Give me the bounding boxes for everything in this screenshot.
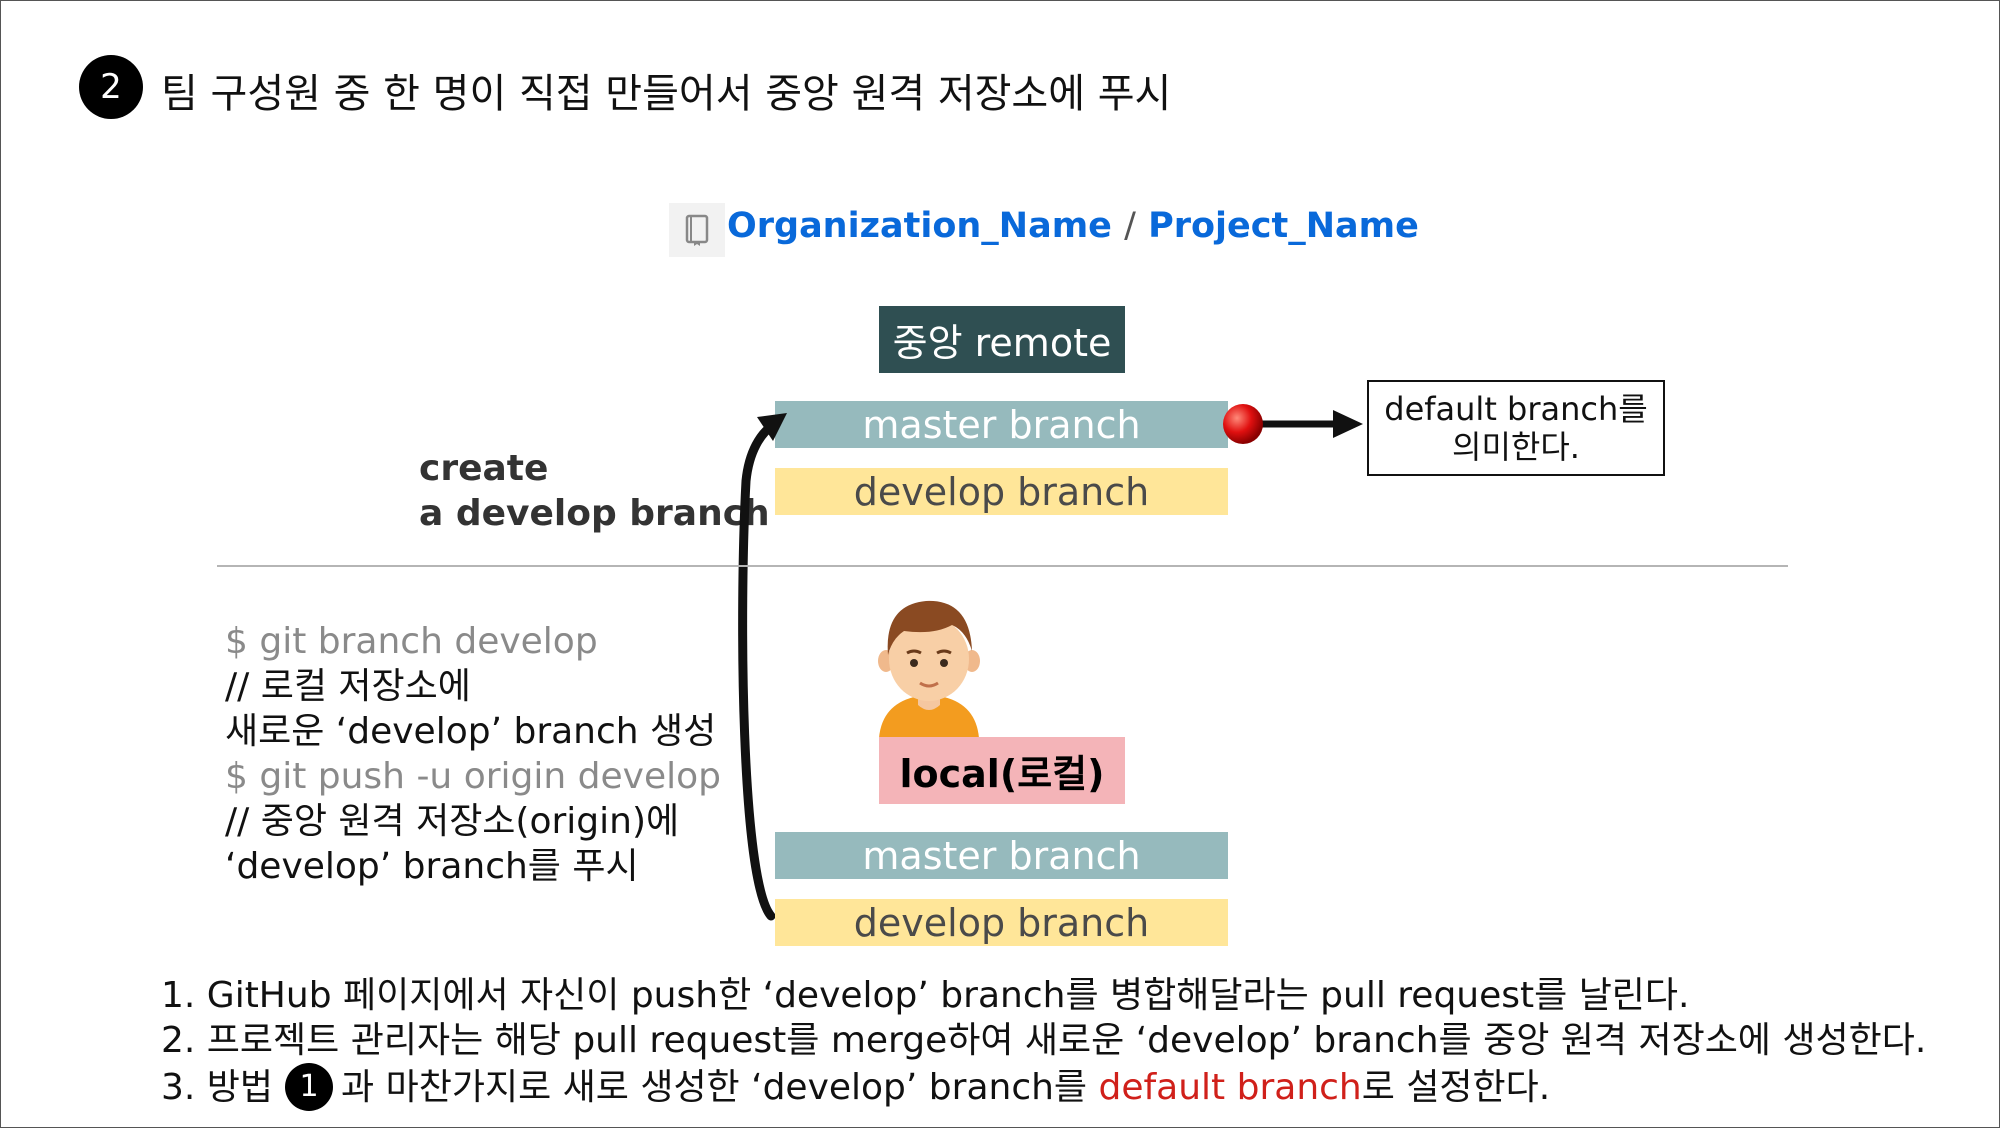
repo-path[interactable]: Organization_Name / Project_Name (727, 206, 1419, 246)
step-3-prefix: 3. 방법 (161, 1066, 274, 1108)
default-note-line1: default branch를 (1384, 389, 1648, 428)
step-number: 2 (100, 67, 122, 107)
command-line: $ git branch develop (225, 621, 598, 662)
local-develop-branch: develop branch (775, 899, 1228, 946)
default-branch-pointer (1223, 404, 1363, 444)
method-1-badge: 1 (285, 1063, 334, 1111)
step-3-suffix: 로 설정한다. (1361, 1066, 1551, 1108)
section-divider (217, 565, 1788, 567)
create-label-line1: create (419, 448, 549, 489)
git-commands: $ git branch develop // 로컬 저장소에 새로운 ‘dev… (225, 619, 721, 889)
step-3: 3. 방법 1 과 마찬가지로 새로 생성한 ‘develop’ branch를… (161, 1063, 1550, 1111)
default-branch-marker-icon (1223, 404, 1263, 444)
project-name-link[interactable]: Project_Name (1148, 206, 1419, 246)
repo-path-separator: / (1124, 206, 1136, 246)
step-number-badge: 2 (79, 55, 143, 119)
step-3-middle: 과 마찬가지로 새로 생성한 ‘develop’ branch를 (341, 1066, 1099, 1108)
push-arrow (738, 413, 787, 921)
local-label: local(로컬) (879, 737, 1125, 804)
central-remote-label: 중앙 remote (879, 306, 1125, 373)
create-develop-label: create a develop branch (419, 446, 770, 536)
default-branch-highlight: default branch (1098, 1066, 1362, 1108)
slide-title: 팀 구성원 중 한 명이 직접 만들어서 중앙 원격 저장소에 푸시 (161, 71, 1172, 117)
default-branch-note: default branch를 의미한다. (1367, 380, 1665, 476)
step-1: 1. GitHub 페이지에서 자신이 push한 ‘develop’ bran… (161, 975, 1690, 1016)
default-note-line2: 의미한다. (1452, 428, 1580, 466)
comment-line: ‘develop’ branch를 푸시 (225, 846, 639, 887)
remote-master-branch: master branch (775, 401, 1228, 448)
comment-line: // 로컬 저장소에 (225, 666, 471, 707)
comment-line: 새로운 ‘develop’ branch 생성 (225, 711, 717, 752)
create-label-line2: a develop branch (419, 493, 770, 534)
step-2: 2. 프로젝트 관리자는 해당 pull request를 merge하여 새로… (161, 1020, 1927, 1061)
command-line: $ git push -u origin develop (225, 756, 721, 797)
repo-book-icon (669, 203, 725, 257)
organization-name-link[interactable]: Organization_Name (727, 206, 1112, 246)
local-master-branch: master branch (775, 832, 1228, 879)
comment-line: // 중앙 원격 저장소(origin)에 (225, 801, 680, 842)
remote-develop-branch: develop branch (775, 468, 1228, 515)
developer-avatar-icon (878, 600, 980, 738)
